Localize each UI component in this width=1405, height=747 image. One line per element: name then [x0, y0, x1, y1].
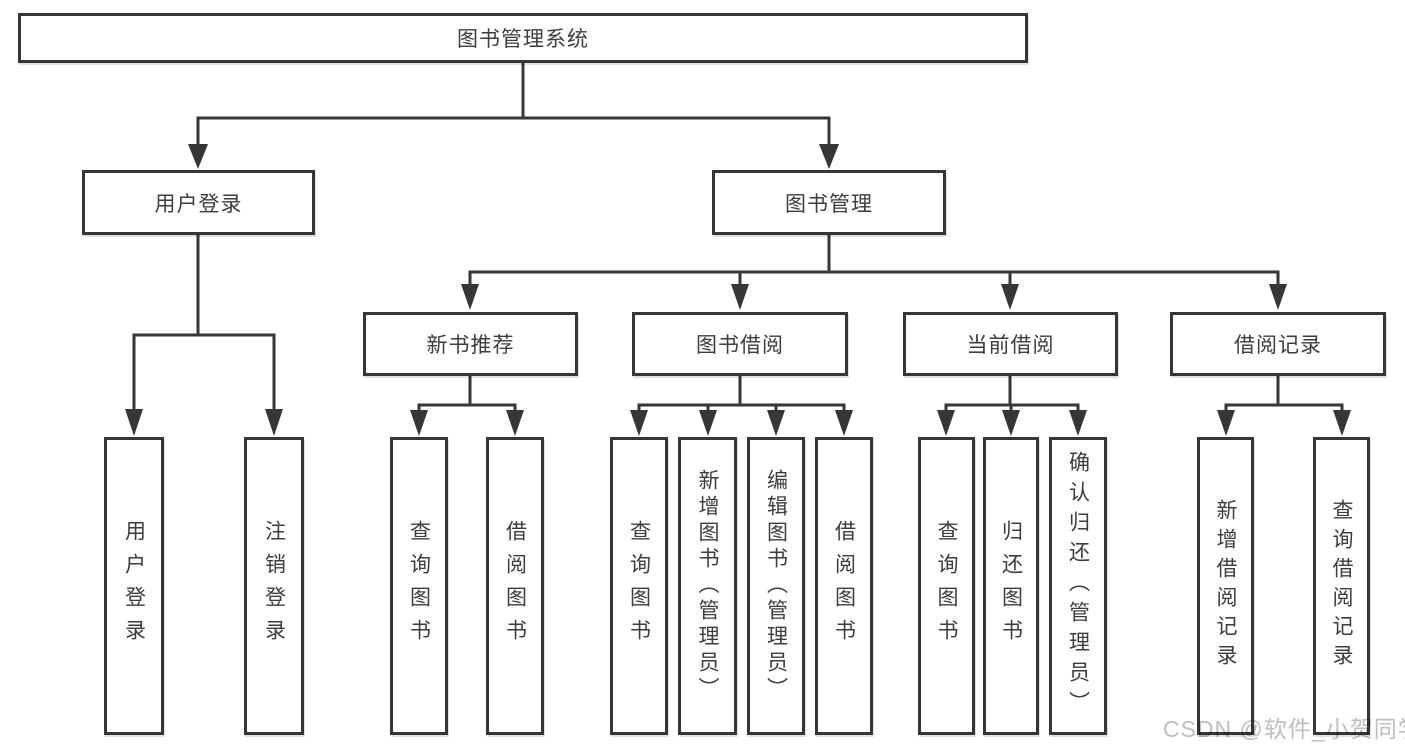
- node-new-book-recommend: 新书推荐: [363, 312, 578, 376]
- leaf-add-book-admin: 新增图书（管理员）: [678, 437, 737, 735]
- leaf-user-login: 用户登录: [104, 437, 164, 735]
- leaf-confirm-return-admin: 确认归还（管理员）: [1049, 437, 1107, 735]
- leaf-query-book-1-label: 查询图书: [407, 520, 431, 652]
- leaf-return-book-label: 归还图书: [999, 520, 1023, 652]
- leaf-query-book-3: 查询图书: [918, 437, 975, 735]
- leaf-query-borrow-record: 查询借阅记录: [1313, 437, 1370, 735]
- node-root-label: 图书管理系统: [457, 28, 589, 51]
- leaf-add-book-admin-label: 新增图书（管理员）: [696, 469, 719, 703]
- node-current-borrow-label: 当前借阅: [966, 334, 1055, 357]
- connector-borrow-record-group: [1217, 375, 1351, 436]
- connector-root-to-level2: [188, 63, 839, 169]
- node-book-management-label: 图书管理: [785, 192, 873, 216]
- leaf-borrow-book-1: 借阅图书: [486, 437, 544, 735]
- leaf-logout: 注销登录: [244, 437, 304, 735]
- node-book-borrow-label: 图书借阅: [696, 334, 784, 357]
- leaf-add-borrow-record: 新增借阅记录: [1197, 437, 1254, 735]
- csdn-watermark: CSDN @软件_小贺同学: [1163, 716, 1405, 742]
- leaf-borrow-book-2-label: 借阅图书: [832, 520, 856, 652]
- node-root: 图书管理系统: [18, 13, 1028, 63]
- node-user-login: 用户登录: [82, 170, 315, 235]
- connector-user-login-group: [125, 235, 283, 436]
- node-book-borrow: 图书借阅: [632, 312, 848, 376]
- node-new-book-recommend-label: 新书推荐: [426, 334, 515, 357]
- connector-book-borrow-group: [630, 375, 853, 436]
- leaf-query-book-2-label: 查询图书: [627, 520, 651, 652]
- leaf-query-borrow-record-label: 查询借阅记录: [1330, 499, 1353, 673]
- leaf-return-book: 归还图书: [983, 437, 1039, 735]
- leaf-query-book-3-label: 查询图书: [935, 520, 958, 652]
- connector-book-mgmt-to-level3: [461, 235, 1287, 310]
- leaf-user-login-label: 用户登录: [122, 520, 146, 652]
- node-borrow-record-label: 借阅记录: [1234, 334, 1322, 357]
- node-book-management: 图书管理: [712, 170, 946, 235]
- leaf-edit-book-admin-label: 编辑图书（管理员）: [764, 469, 788, 703]
- leaf-add-borrow-record-label: 新增借阅记录: [1214, 499, 1237, 673]
- leaf-query-book-2: 查询图书: [610, 437, 668, 735]
- node-borrow-record: 借阅记录: [1170, 312, 1386, 376]
- leaf-borrow-book-2: 借阅图书: [815, 437, 873, 735]
- connector-current-borrow-group: [937, 375, 1087, 436]
- node-current-borrow: 当前借阅: [903, 312, 1118, 376]
- leaf-logout-label: 注销登录: [262, 520, 286, 652]
- leaf-edit-book-admin: 编辑图书（管理员）: [747, 437, 805, 735]
- connector-new-book-group: [410, 375, 524, 436]
- node-user-login-label: 用户登录: [154, 192, 243, 216]
- leaf-query-book-1: 查询图书: [390, 437, 448, 735]
- leaf-confirm-return-admin-label: 确认归还（管理员）: [1066, 451, 1090, 721]
- leaf-borrow-book-1-label: 借阅图书: [503, 520, 527, 652]
